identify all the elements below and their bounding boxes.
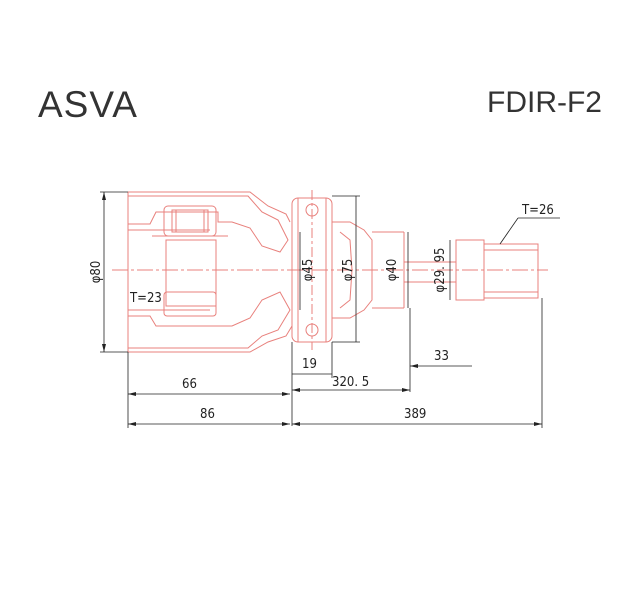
brand-logo-text: ASVA xyxy=(38,84,138,125)
dim-shaft-length: 320. 5 xyxy=(332,375,369,390)
dim-overall-cup: 86 xyxy=(200,407,215,422)
dimension-lines xyxy=(100,191,560,428)
dim-spline-length: 33 xyxy=(434,349,449,364)
dim-bearing-diameter: φ45 xyxy=(301,259,316,282)
housing-section xyxy=(127,191,293,353)
dim-shaft-diameter: φ29. 95 xyxy=(433,248,448,293)
dim-spline-teeth: T=26 xyxy=(521,203,554,218)
dim-housing-thickness: T=23 xyxy=(129,291,162,306)
dim-seat-diameter: φ40 xyxy=(385,259,400,282)
dim-flange-diameter: φ75 xyxy=(341,259,356,282)
part-number: FDIR-F2 xyxy=(487,86,602,119)
dim-overall-length: 389 xyxy=(404,407,426,422)
dim-outer-diameter: φ80 xyxy=(89,261,104,284)
dim-housing-length: 66 xyxy=(182,377,197,392)
dim-flange-width: 19 xyxy=(302,357,317,372)
